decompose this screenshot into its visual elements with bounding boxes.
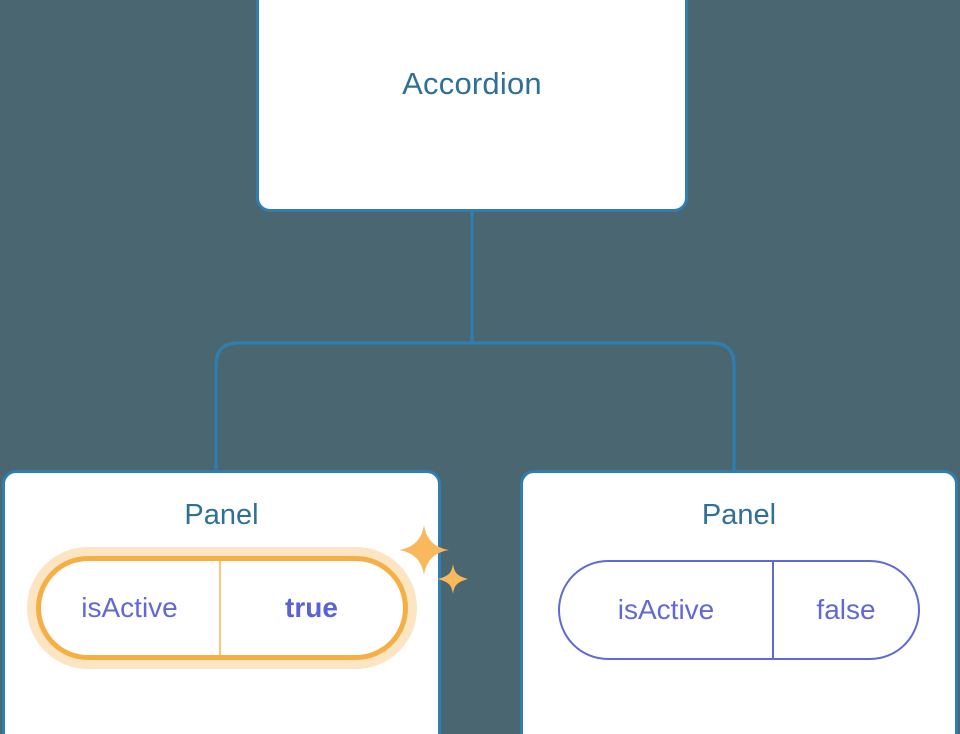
node-panel-active[interactable]: Panel isActive true — [2, 470, 468, 734]
prop-value-true: true — [285, 592, 338, 623]
prop-key-isactive: isActive — [560, 562, 774, 658]
node-accordion[interactable]: Accordion — [256, 0, 688, 212]
node-panel-inactive-label: Panel — [701, 499, 777, 531]
prop-pill-isactive-true[interactable]: isActive true — [35, 556, 408, 660]
prop-pill-isactive-false[interactable]: isActive false — [558, 560, 920, 660]
connector-branch-right — [472, 341, 736, 471]
prop-key-isactive: isActive — [41, 561, 221, 655]
sparkle-large-icon — [398, 525, 449, 575]
connector-branch-left — [214, 341, 472, 471]
node-panel-inactive[interactable]: Panel isActive false — [520, 470, 958, 734]
prop-pill-active-wrap: isActive true — [35, 525, 468, 660]
node-accordion-label: Accordion — [402, 65, 542, 101]
prop-value-false: false — [816, 594, 876, 625]
prop-pill-inactive-wrap: isActive false — [558, 560, 920, 660]
node-panel-active-label: Panel — [184, 499, 259, 531]
sparkle-small-icon — [437, 564, 468, 594]
